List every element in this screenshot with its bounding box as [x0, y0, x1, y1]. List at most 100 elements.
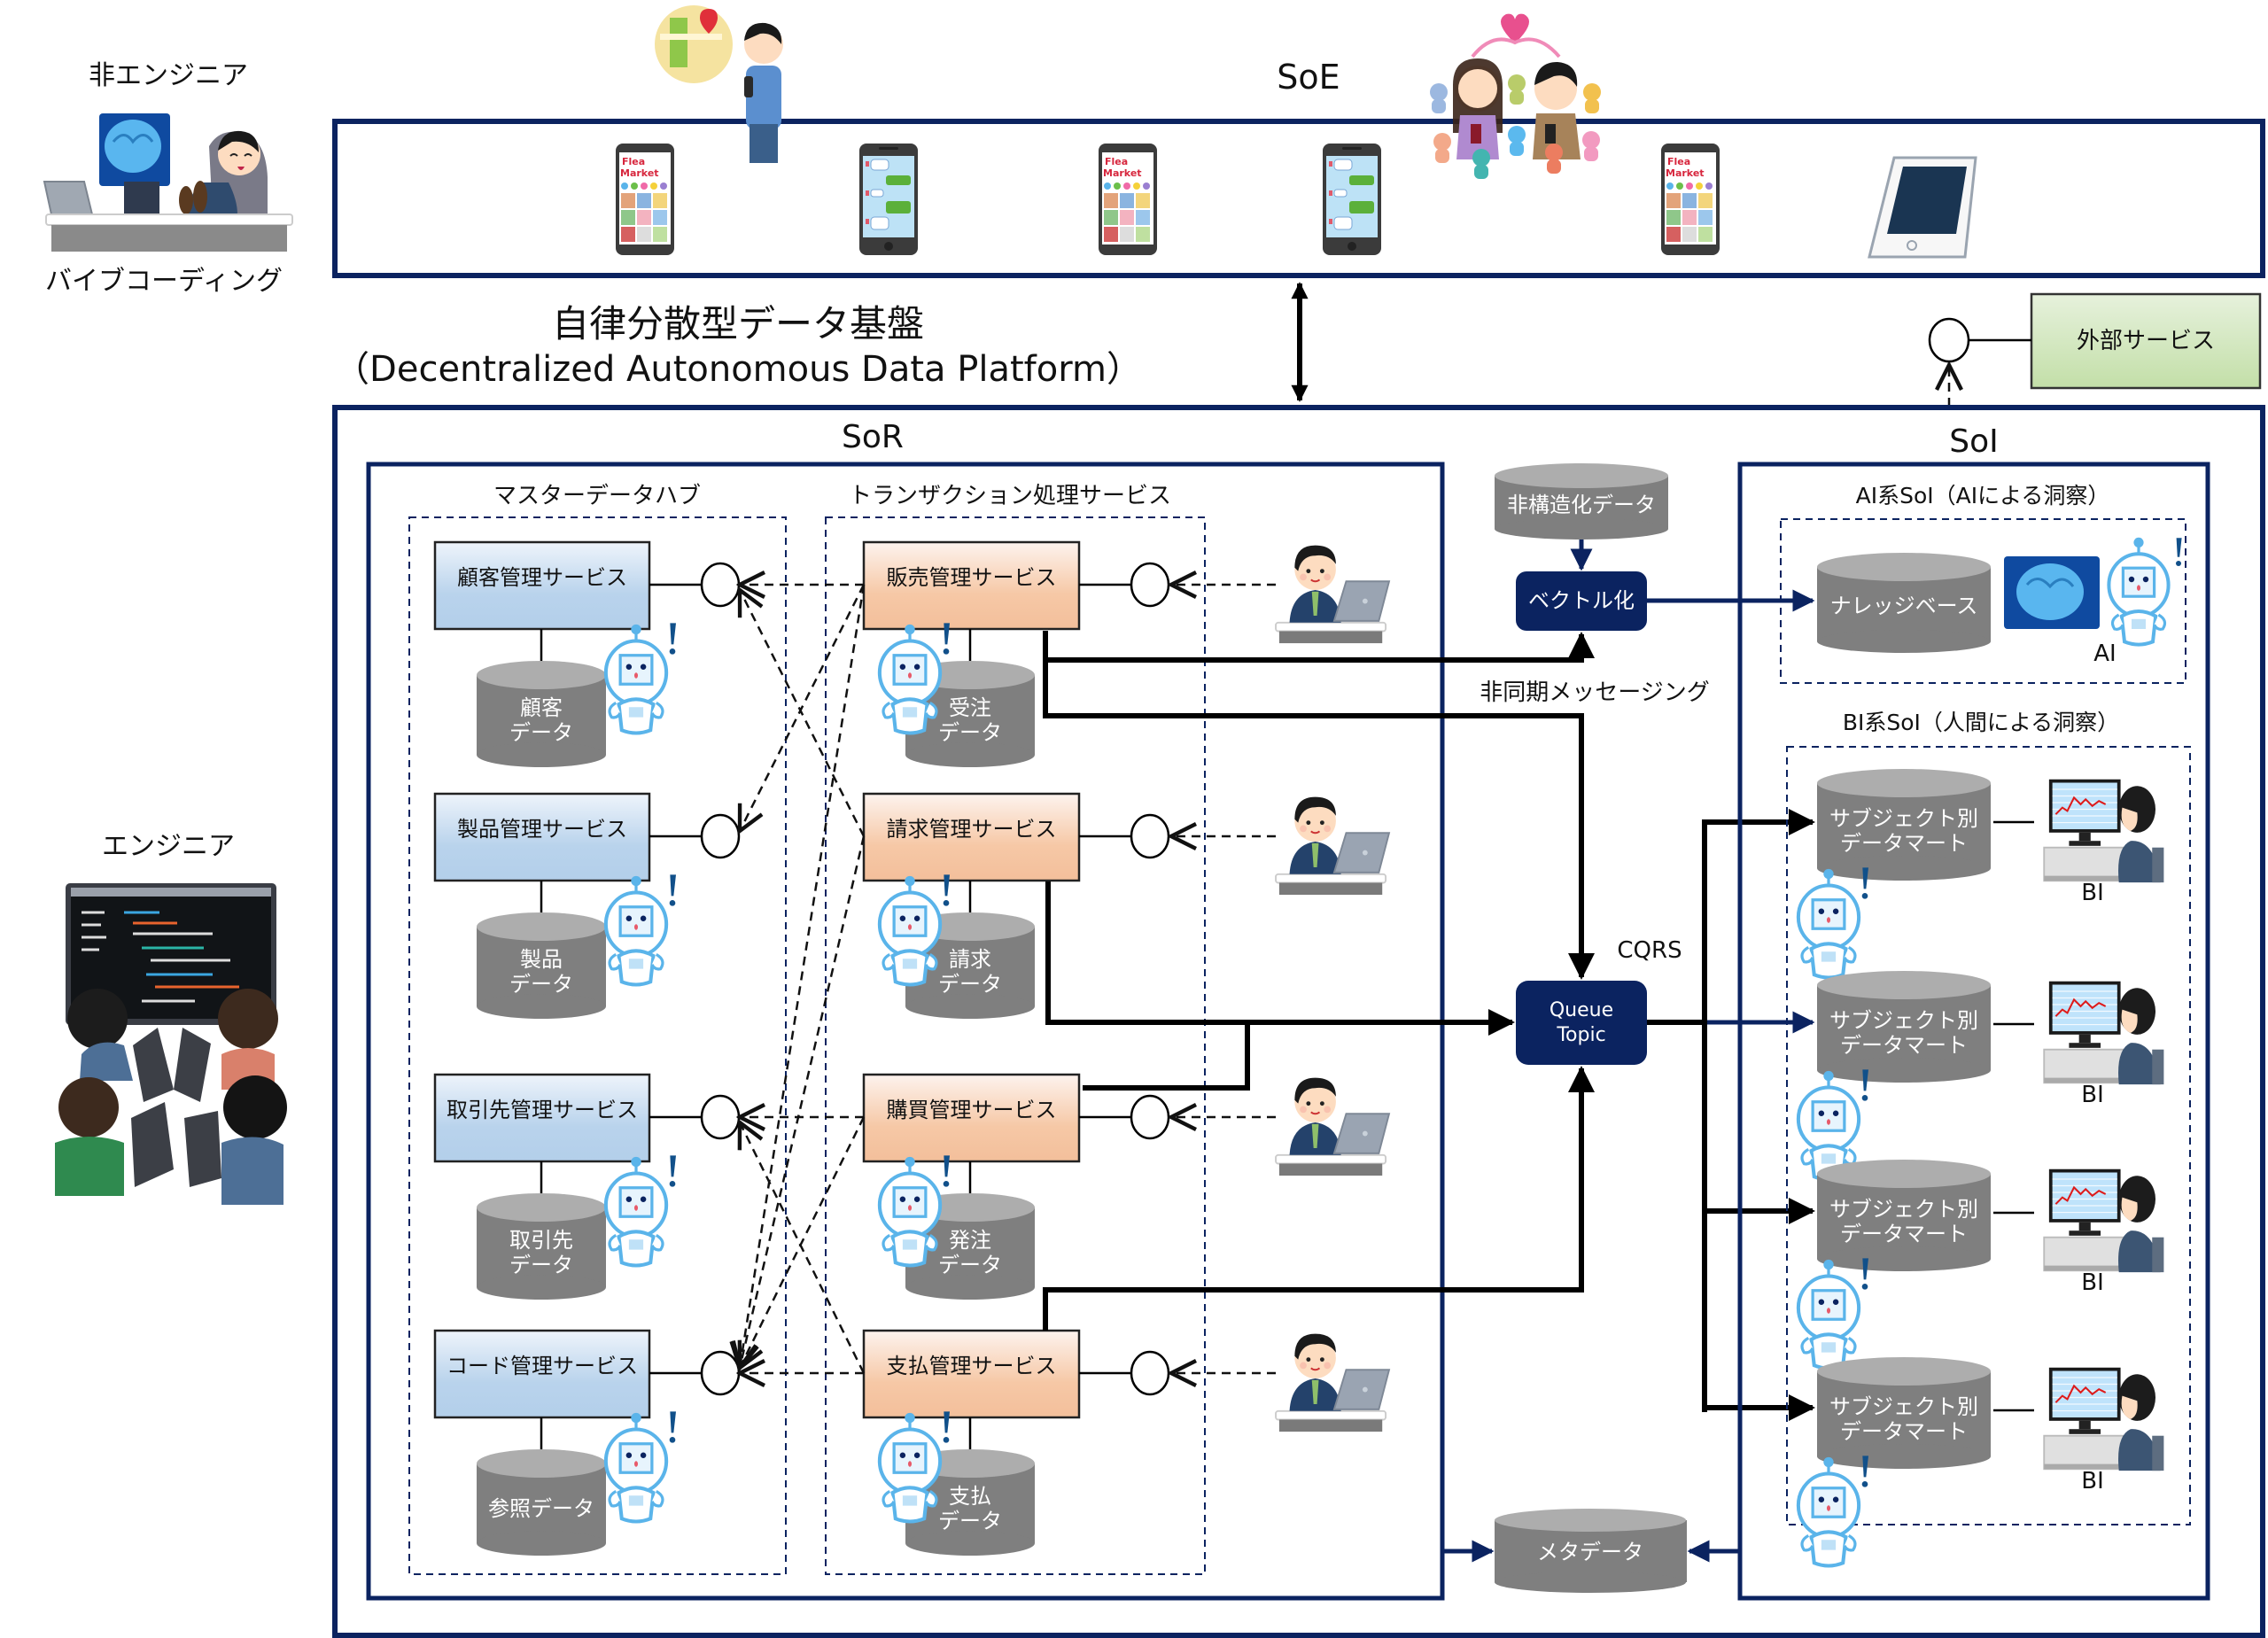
queue-topic-box[interactable] [1516, 981, 1647, 1065]
engineer-label: エンジニア [102, 831, 235, 862]
flea-market-app-phone-icon [1661, 144, 1720, 255]
exclamation-icon [1861, 1258, 1868, 1290]
database-label: データ [938, 720, 1002, 745]
transaction-services-frame [825, 516, 1206, 1575]
exclamation-icon [943, 623, 950, 655]
database-label: 受注 [949, 695, 991, 720]
service-dependency-arrow [740, 584, 866, 831]
ai-label: AI [2093, 640, 2116, 667]
vectorize-box[interactable] [1516, 571, 1647, 631]
service-name: 支払管理サービス [887, 1354, 1057, 1378]
ai-agent-robot-icon [606, 876, 666, 985]
service-box[interactable] [862, 792, 1081, 882]
sales-to-vectorize-line [1043, 631, 1595, 663]
bi-analyst-icon [2043, 1366, 2165, 1472]
chat-app-phone-icon [858, 143, 919, 256]
ai-agent-robot-icon [880, 1157, 940, 1266]
service-dependency-arrow [740, 590, 866, 837]
database-label: データマート [1840, 831, 1968, 856]
messaging-connectors [1043, 631, 1815, 1421]
non-engineer-actor: 非エンジニア バイブコーディング [43, 60, 293, 297]
master-hub-frame [408, 516, 787, 1575]
sor-section: SoR マスターデータハブ トランザクション処理サービス 顧客管理サービス顧客デ… [366, 419, 1445, 1601]
ai-agent-robot-icon [880, 625, 940, 734]
service-box[interactable] [862, 540, 1081, 631]
bi-soi-frame [1786, 746, 2191, 1525]
chat-app-phone-icon [1322, 143, 1382, 256]
exclamation-icon [669, 874, 676, 906]
ai-agent-robot-icon [606, 1413, 666, 1522]
sor-frame [366, 462, 1445, 1601]
exclamation-icon [943, 1155, 950, 1187]
database-label: 発注 [949, 1228, 991, 1253]
exclamation-icon [669, 1155, 676, 1187]
service-box[interactable] [433, 792, 651, 882]
vibe-coding-label: バイブコーディング [45, 266, 283, 297]
database-label: 参照データ [488, 1496, 594, 1521]
api-interface-circle [1130, 562, 1170, 608]
ai-soi-title: AI系SoI（AIによる洞察） [1856, 483, 2110, 508]
database-cylinder: 参照データ [477, 1449, 606, 1556]
service-name: 顧客管理サービス [457, 565, 627, 590]
database-label: サブジェクト別 [1829, 1197, 1978, 1222]
platform-title: 自律分散型データ基盤 [552, 302, 924, 345]
service-box[interactable] [433, 1329, 651, 1419]
database-label: データ [938, 972, 1002, 997]
engineering-team-icon [55, 883, 287, 1205]
service-name: 購買管理サービス [887, 1098, 1057, 1122]
database-label: 支払 [949, 1484, 991, 1509]
bi-label: BI [2081, 1082, 2104, 1108]
external-service: 外部サービス [1928, 292, 2262, 407]
tablet-icon [1868, 156, 1977, 259]
ai-agent-robot-icon [606, 625, 666, 734]
database-label: データ [509, 1253, 573, 1277]
soe-frame [332, 119, 2265, 278]
api-interface-circle [1130, 1350, 1170, 1396]
bi-soi-title: BI系SoI（人間による洞察） [1843, 710, 2119, 735]
bi-label: BI [2081, 880, 2104, 906]
soi-frame [1737, 462, 2210, 1601]
flea-market-app-phone-icon [616, 144, 674, 255]
ai-robot-icon [2107, 537, 2171, 647]
database-label: サブジェクト別 [1829, 1008, 1978, 1033]
purchasing-to-queue-line [1083, 1022, 1250, 1091]
social-matching-couple-icon [1430, 13, 1601, 179]
platform-frame [332, 405, 2265, 1638]
external-service-box[interactable] [2030, 292, 2262, 390]
service-dependency-arrow [740, 835, 866, 1368]
soe-title: SoE [1277, 58, 1340, 97]
business-user-icon [1275, 796, 1390, 897]
service-name: 請求管理サービス [887, 817, 1057, 842]
non-engineer-label: 非エンジニア [89, 60, 248, 91]
knowledge-base-label: ナレッジベース [1830, 594, 1978, 618]
exclamation-icon [943, 1411, 950, 1443]
service-box[interactable] [433, 1073, 651, 1163]
queue-label: Queue [1550, 999, 1613, 1021]
knowledge-base-cylinder: ナレッジベース [1817, 553, 1991, 653]
database-label: データマート [1840, 1033, 1968, 1058]
topic-label: Topic [1556, 1024, 1605, 1046]
service-name: 製品管理サービス [457, 817, 627, 842]
soi-title: SoI [1949, 423, 1999, 460]
exclamation-icon [1861, 1069, 1868, 1101]
queue-to-mart-1-arrow [1702, 809, 1815, 1412]
ai-agent-robot-icon [880, 876, 940, 985]
ai-brain-icon [2004, 556, 2100, 629]
exclamation-icon [1861, 867, 1868, 899]
map-navigation-person-icon [655, 5, 783, 163]
bi-analyst-icon [2043, 980, 2165, 1086]
